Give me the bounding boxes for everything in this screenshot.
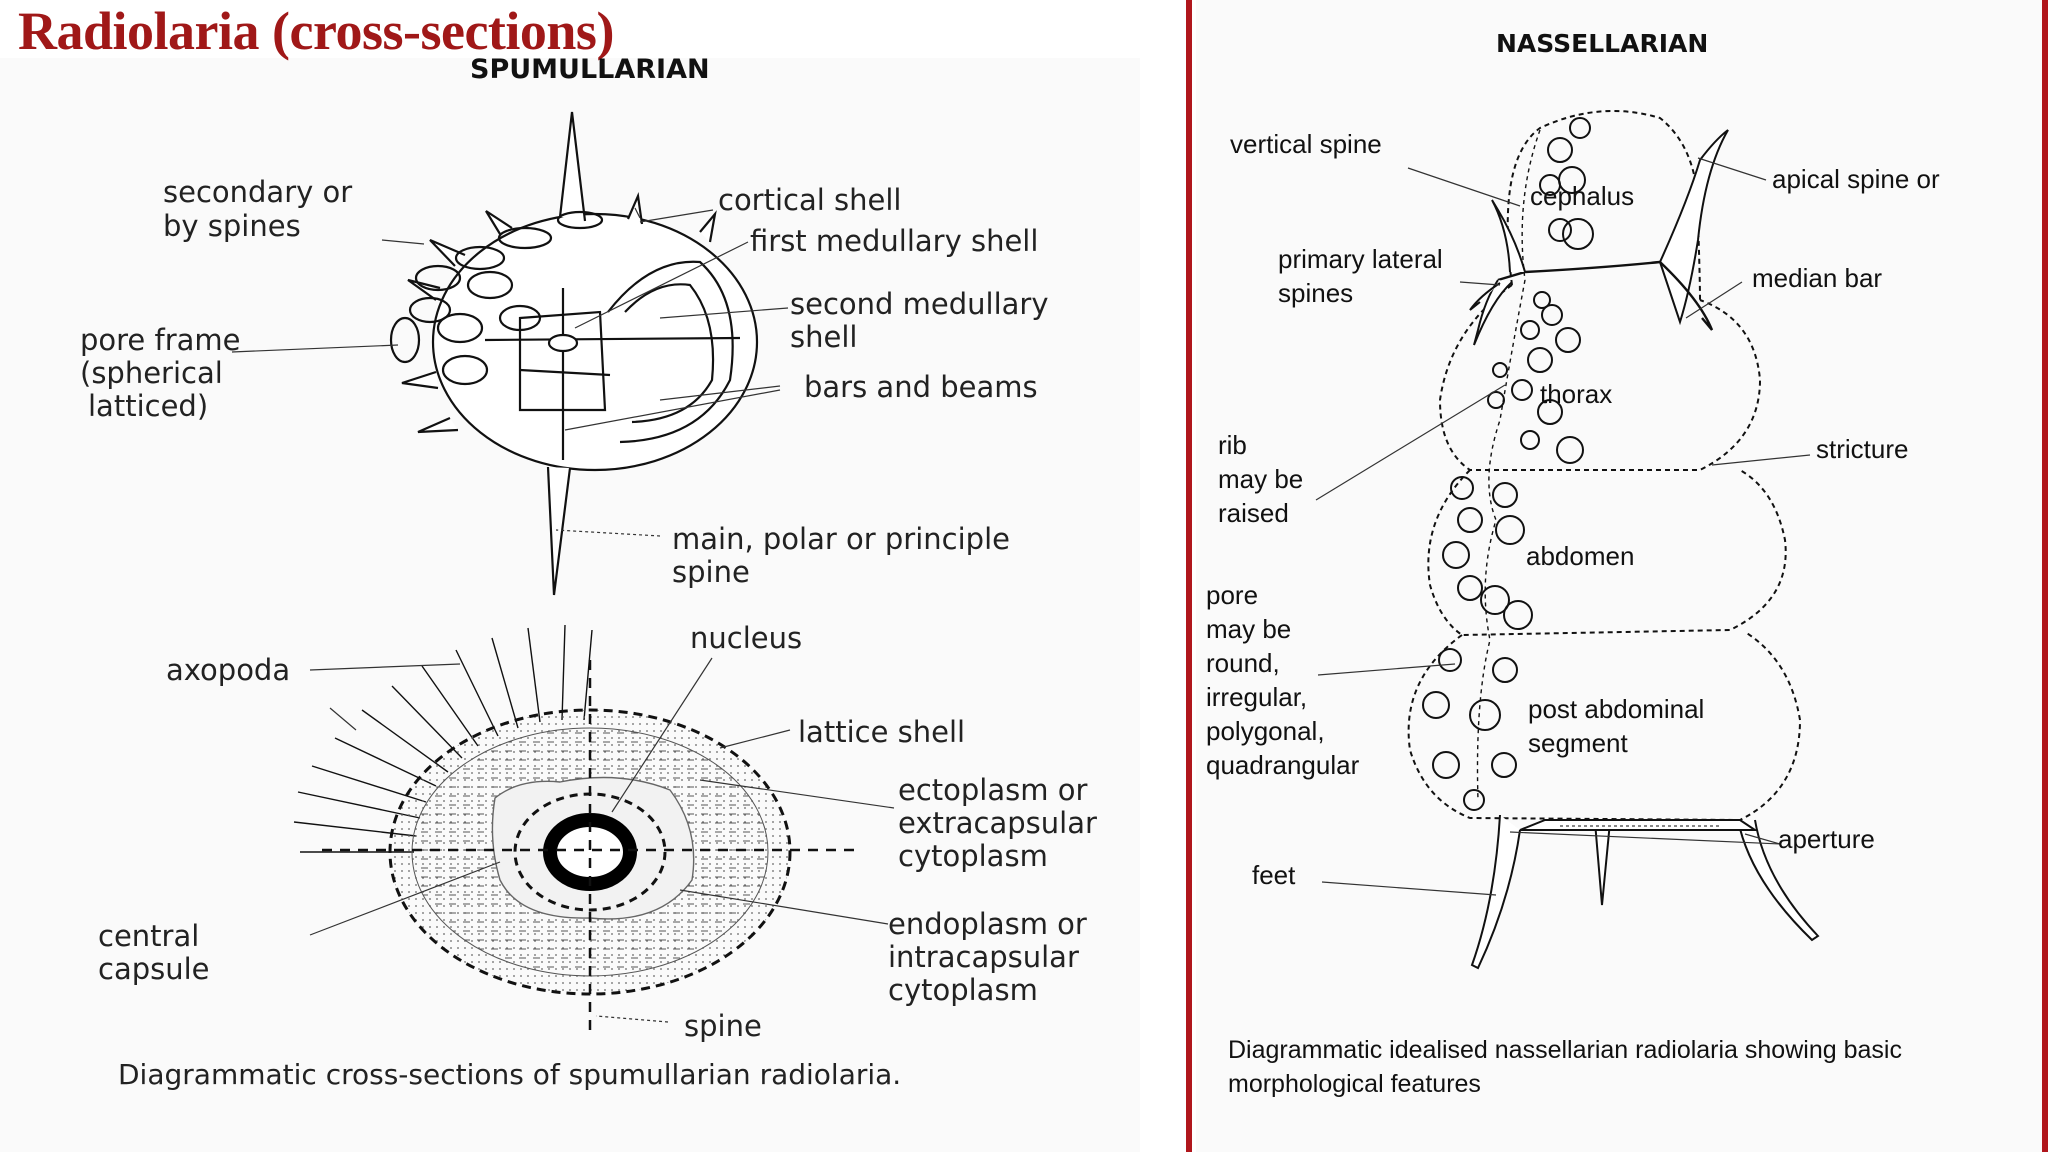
label-apical-spine: apical spine or — [1772, 164, 1940, 194]
right-edge-border — [2042, 0, 2048, 1152]
label-stricture: stricture — [1816, 434, 1908, 464]
label-cephalus: cephalus — [1530, 181, 1634, 211]
secondary-spine — [485, 210, 513, 235]
vertical-spine — [1491, 199, 1526, 273]
nassellarian-labels: NASSELLARIAN vertical spine cephalus api… — [1206, 29, 1940, 1098]
second-medullary-shell — [624, 283, 715, 424]
foot — [1470, 814, 1521, 970]
panel-divider — [1186, 0, 1192, 1152]
spumellarian-heading: SPUMULLARIAN — [470, 54, 710, 85]
secondary-spine — [417, 416, 459, 434]
apical-spine — [558, 111, 587, 222]
label-spine: spine — [684, 1009, 762, 1043]
secondary-spine — [699, 210, 717, 243]
central-node — [547, 333, 579, 353]
secondary-spine — [407, 278, 441, 301]
label-lattice-shell: lattice shell — [798, 715, 965, 749]
secondary-spine — [401, 370, 439, 390]
label-axopoda: axopoda — [166, 653, 290, 687]
spumellarian-cross-section — [293, 624, 858, 1030]
apical-spine — [1658, 129, 1729, 326]
foot — [1594, 821, 1611, 906]
primary-lateral-spine — [1473, 279, 1513, 346]
cross-section-leader-lines — [309, 657, 895, 1023]
first-medullary-shell — [607, 260, 734, 444]
label-vertical-spine: vertical spine — [1230, 129, 1382, 159]
primary-lateral-spine — [1469, 282, 1501, 311]
nassellarian-panel-background — [1196, 0, 2042, 1152]
median-bar-lower — [1659, 261, 1714, 331]
secondary-spine — [626, 191, 644, 225]
label-thorax: thorax — [1540, 379, 1612, 409]
nassellarian-heading: NASSELLARIAN — [1496, 29, 1708, 58]
label-bars-beams: bars and beams — [804, 370, 1038, 404]
label-median-bar: median bar — [1752, 263, 1882, 293]
median-bar — [1497, 260, 1691, 282]
foot — [1737, 819, 1820, 942]
label-abdomen: abdomen — [1526, 541, 1634, 571]
spumellarian-caption: Diagrammatic cross-sections of spumullar… — [118, 1058, 901, 1091]
aperture — [1519, 819, 1759, 831]
label-nucleus: nucleus — [690, 621, 802, 655]
label-cortical-shell: cortical shell — [718, 183, 901, 217]
page-title: Radiolaria (cross-sections) — [18, 1, 614, 61]
nassellarian-caption: Diagrammatic idealised nassellarian radi… — [1228, 1036, 1902, 1098]
nassellarian-skeleton — [1407, 109, 1820, 970]
label-aperture: aperture — [1778, 824, 1875, 854]
cortical-shell — [431, 212, 759, 472]
label-feet: feet — [1252, 860, 1296, 890]
thorax-outline — [1438, 284, 1762, 471]
pores — [1422, 117, 1594, 811]
label-first-medullary: first medullary shell — [750, 224, 1038, 258]
spumellarian-leader-lines — [231, 207, 789, 537]
nassellarian-leader-lines — [1315, 157, 1811, 896]
polar-spine — [546, 466, 572, 596]
